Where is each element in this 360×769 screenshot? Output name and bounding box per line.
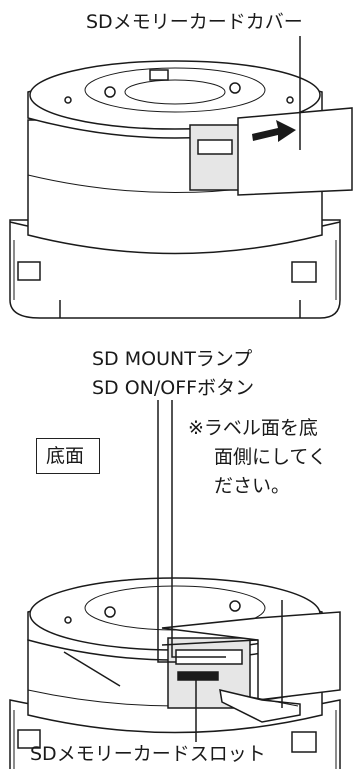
on-off-button-label: SD ON/OFFボタン xyxy=(92,377,255,399)
camera-top-illustration xyxy=(9,60,353,319)
camera-bottom-illustration xyxy=(9,577,341,769)
card-slot-label: SDメモリーカードスロット xyxy=(30,743,266,765)
card-orientation-note-line2: 面側にしてく xyxy=(214,446,327,468)
card-cover-label: SDメモリーカードカバー xyxy=(86,11,303,33)
card-orientation-note-line3: ださい。 xyxy=(214,475,291,497)
bottom-face-label: 底面 xyxy=(46,445,85,467)
slide-arrow-icon xyxy=(252,120,296,142)
leader-lines xyxy=(63,400,283,742)
bottom-face-box: 底面 xyxy=(36,438,100,474)
mount-lamp-label: SD MOUNTランプ xyxy=(92,348,253,370)
card-orientation-note-line1: ※ラベル面を底 xyxy=(188,417,318,439)
